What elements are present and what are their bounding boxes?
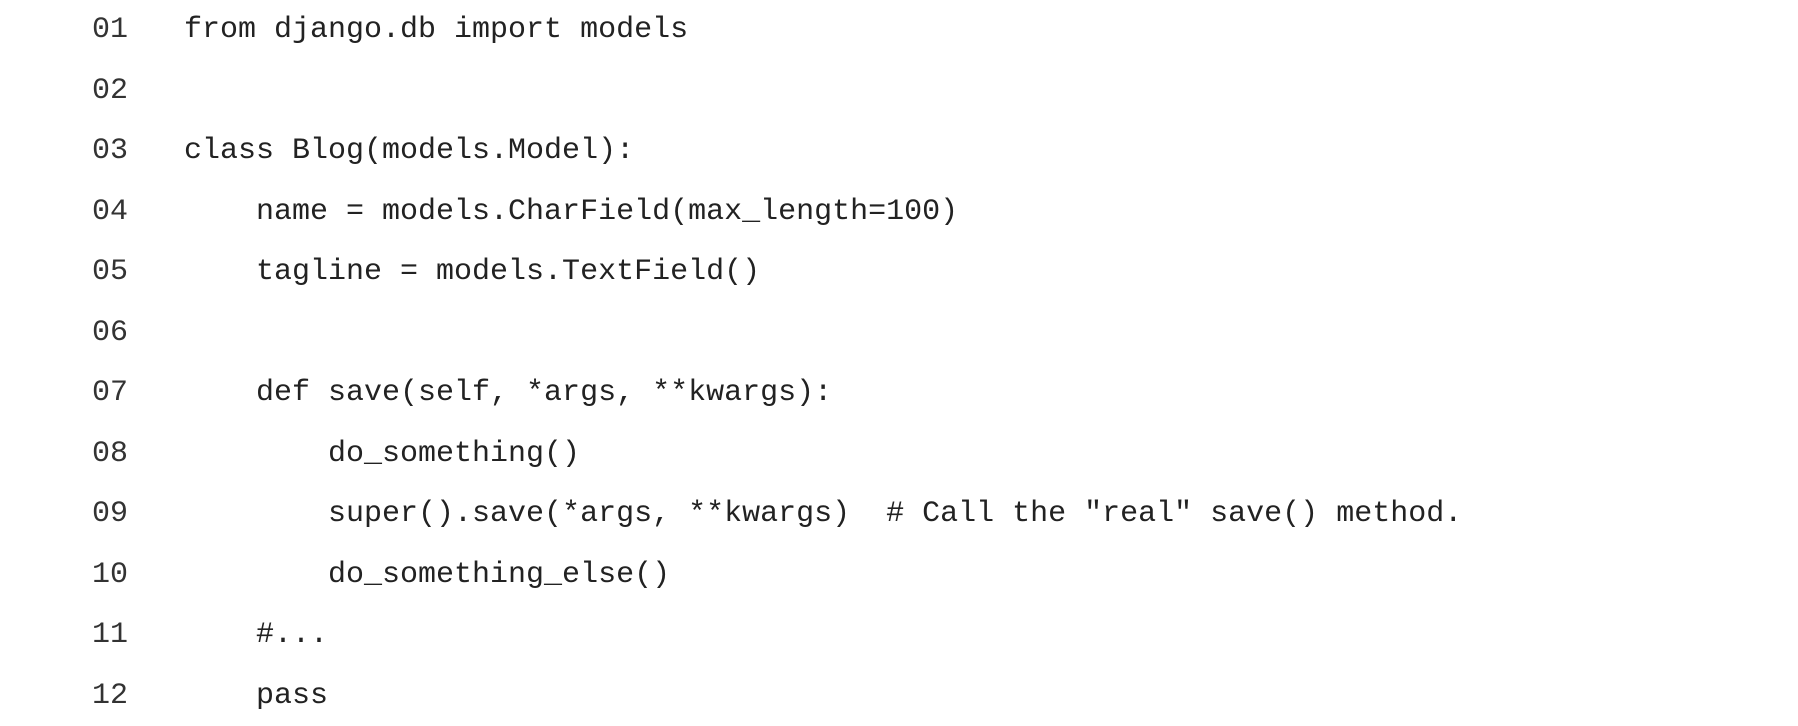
code-line-04: 04 name = models.CharField(max_length=10… <box>0 182 1798 243</box>
line-number: 01 <box>0 13 184 47</box>
line-number: 02 <box>0 74 184 108</box>
line-number: 04 <box>0 195 184 229</box>
line-text: super().save(*args, **kwargs) # Call the… <box>184 497 1462 531</box>
line-number: 07 <box>0 376 184 410</box>
code-line-12: 12 pass <box>0 666 1798 726</box>
code-line-08: 08 do_something() <box>0 424 1798 485</box>
line-number: 09 <box>0 497 184 531</box>
line-text: do_something_else() <box>184 558 670 592</box>
line-number: 03 <box>0 134 184 168</box>
line-text: name = models.CharField(max_length=100) <box>184 195 958 229</box>
code-line-05: 05 tagline = models.TextField() <box>0 242 1798 303</box>
code-line-07: 07 def save(self, *args, **kwargs): <box>0 363 1798 424</box>
line-text: tagline = models.TextField() <box>184 255 760 289</box>
line-number: 06 <box>0 316 184 350</box>
line-text: from django.db import models <box>184 13 688 47</box>
code-line-02: 02 <box>0 61 1798 122</box>
line-text: do_something() <box>184 437 580 471</box>
line-text: pass <box>184 679 328 713</box>
code-line-10: 10 do_something_else() <box>0 545 1798 606</box>
code-line-06: 06 <box>0 303 1798 364</box>
line-number: 10 <box>0 558 184 592</box>
line-number: 11 <box>0 618 184 652</box>
line-number: 05 <box>0 255 184 289</box>
code-line-11: 11 #... <box>0 605 1798 666</box>
line-text: def save(self, *args, **kwargs): <box>184 376 832 410</box>
line-number: 12 <box>0 679 184 713</box>
line-text: class Blog(models.Model): <box>184 134 634 168</box>
code-line-09: 09 super().save(*args, **kwargs) # Call … <box>0 484 1798 545</box>
line-text: #... <box>184 618 328 652</box>
line-number: 08 <box>0 437 184 471</box>
